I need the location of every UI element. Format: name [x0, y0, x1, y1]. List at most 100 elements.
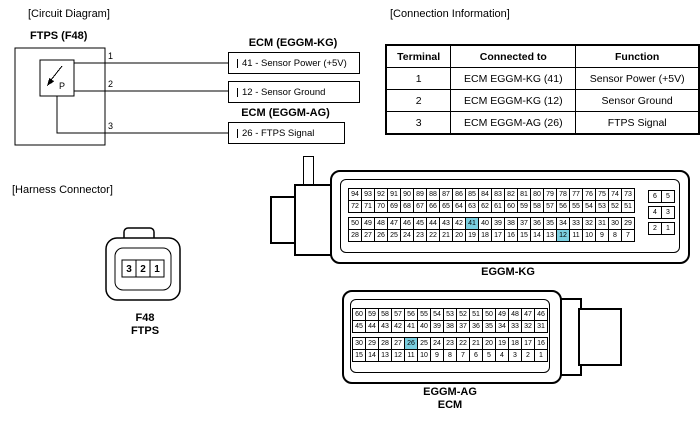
connector-plug-stub — [294, 184, 334, 256]
pin-cell: 2 — [521, 349, 535, 362]
pin-cell: 44 — [365, 320, 379, 333]
pin-cell: 12 — [391, 349, 405, 362]
col-function: Function — [575, 44, 700, 68]
harness-code-label: F48 — [135, 312, 155, 324]
pin-cell: 7 — [456, 349, 470, 362]
eggm-kg-label: EGGM-KG — [481, 266, 535, 278]
pin-cell: 8 — [443, 349, 457, 362]
pin-cell: 13 — [378, 349, 392, 362]
pin-cell: 31 — [534, 320, 548, 333]
col-terminal: Terminal — [385, 44, 452, 68]
circuit-diagram-title: [Circuit Diagram] — [28, 8, 110, 20]
pin-box-text: 41 - Sensor Power (+5V) — [242, 57, 347, 69]
pin-cell: 12 — [556, 229, 570, 242]
connection-table-cell: Sensor Ground — [575, 89, 700, 112]
pin-cell: 17 — [491, 229, 505, 242]
connection-table-cell: ECM EGGM-KG (41) — [450, 67, 577, 90]
pin-cell: 16 — [504, 229, 518, 242]
pin-cell: 58 — [530, 200, 544, 213]
pin-cell: 10 — [582, 229, 596, 242]
pin-cell: 22 — [426, 229, 440, 242]
pin-cell: 39 — [430, 320, 444, 333]
pin-cell: 43 — [378, 320, 392, 333]
pin-cell: 8 — [608, 229, 622, 242]
harness-pin-number: 2 — [140, 264, 146, 275]
pin-cell: 54 — [582, 200, 596, 213]
wire-2-number: 2 — [108, 79, 113, 89]
pin-cell: 41 — [404, 320, 418, 333]
ecm-eggm-kg-title: ECM (EGGM-KG) — [248, 37, 338, 49]
connection-table-header-row: Terminal Connected to Function — [385, 44, 700, 68]
ecm-ag-pin-26-box: 26 - FTPS Signal — [228, 122, 345, 144]
pin-cell: 1 — [534, 349, 548, 362]
pressure-arrow-icon — [50, 65, 63, 81]
pin-cell: 18 — [478, 229, 492, 242]
pressure-arrowhead-icon — [47, 77, 55, 86]
pin-cell: 53 — [595, 200, 609, 213]
connection-table-cell: Sensor Power (+5V) — [575, 67, 700, 90]
pin-cell: 72 — [348, 200, 362, 213]
pin-cell: 25 — [387, 229, 401, 242]
connection-table-cell: 2 — [385, 89, 452, 112]
eggm-ag-label: EGGM-AG — [423, 386, 477, 398]
pin-cell: 64 — [452, 200, 466, 213]
connection-table-cell: 1 — [385, 67, 452, 90]
pin-cell: 20 — [452, 229, 466, 242]
pin-cell: 15 — [352, 349, 366, 362]
pin-cell: 56 — [556, 200, 570, 213]
pin-cell: 13 — [543, 229, 557, 242]
harness-connector-title: [Harness Connector] — [12, 184, 113, 196]
harness-name-label: FTPS — [130, 325, 160, 337]
pin-cell: 69 — [387, 200, 401, 213]
wire-3-number: 3 — [108, 121, 113, 131]
wire-3 — [56, 96, 228, 134]
pin-cell: 3 — [661, 206, 675, 219]
pin-cell: 61 — [491, 200, 505, 213]
pin-cell: 5 — [482, 349, 496, 362]
pin-cell: 70 — [374, 200, 388, 213]
wire-1-number: 1 — [108, 51, 113, 61]
pin-cell: 63 — [465, 200, 479, 213]
pin-cell: 65 — [439, 200, 453, 213]
harness-pin-number: 3 — [126, 264, 132, 275]
pin-box-text: 26 - FTPS Signal — [242, 127, 315, 139]
pin-cell: 71 — [361, 200, 375, 213]
pin-tick — [237, 128, 238, 138]
pin-cell: 66 — [426, 200, 440, 213]
connector-inner-shell — [114, 247, 172, 291]
sensor-inner-box — [39, 59, 75, 97]
pressure-symbol-letter: P — [59, 81, 65, 91]
pin-cell: 21 — [439, 229, 453, 242]
pin-cell: 6 — [648, 190, 662, 203]
pin-cell: 1 — [661, 222, 675, 235]
pin-cell: 33 — [508, 320, 522, 333]
pin-tick — [237, 87, 238, 97]
pin-cell: 4 — [648, 206, 662, 219]
pin-cell: 11 — [404, 349, 418, 362]
pin-cell: 34 — [495, 320, 509, 333]
pin-cell: 14 — [365, 349, 379, 362]
pin-cell: 68 — [400, 200, 414, 213]
pin-cell: 9 — [430, 349, 444, 362]
pin-tick — [237, 58, 238, 68]
pin-cell: 45 — [352, 320, 366, 333]
pin-cell: 2 — [648, 222, 662, 235]
pin-cell: 32 — [521, 320, 535, 333]
pin-cell: 23 — [413, 229, 427, 242]
harness-pin-slot — [149, 259, 165, 278]
harness-pin-number: 1 — [154, 264, 160, 275]
sensor-outer-box — [14, 47, 106, 146]
pin-cell: 59 — [517, 200, 531, 213]
wire-lead — [303, 156, 314, 186]
pin-cell: 42 — [391, 320, 405, 333]
